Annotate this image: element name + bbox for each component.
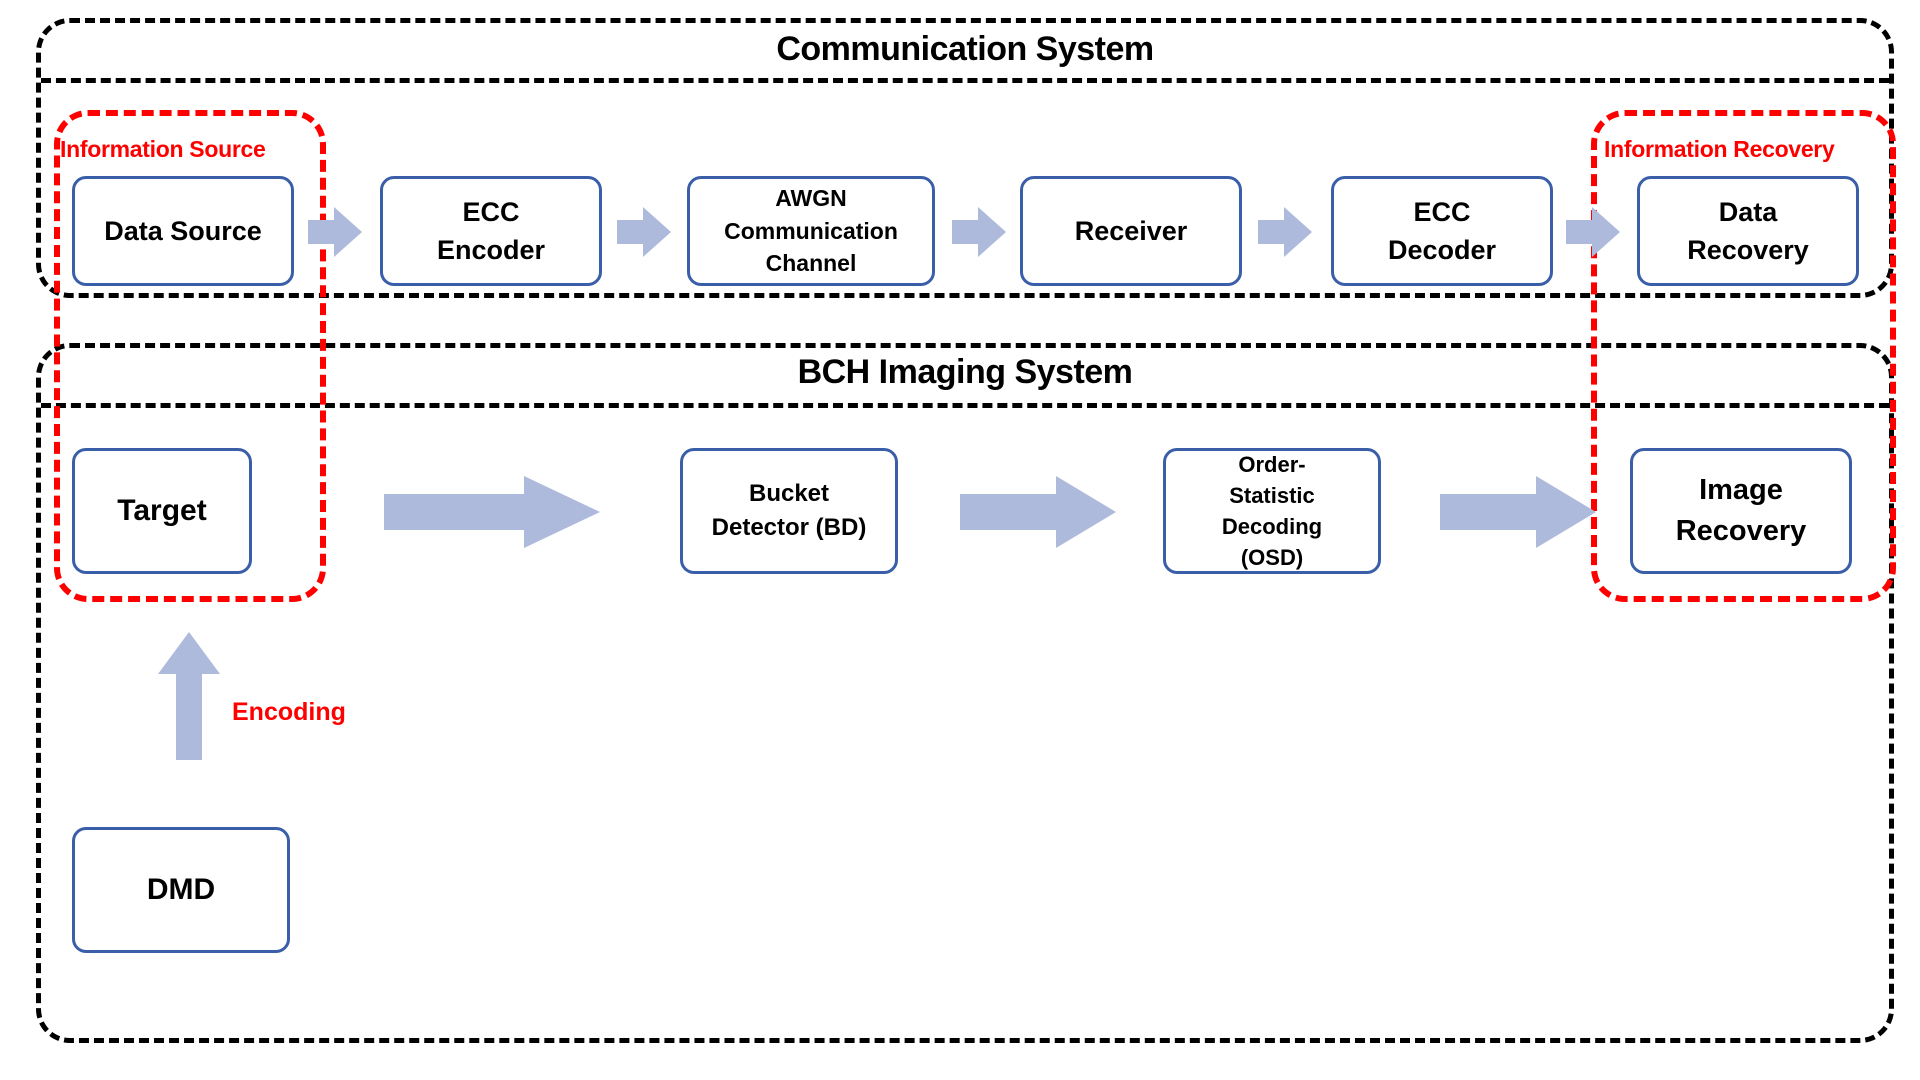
node-image-recovery[interactable]: Image Recovery xyxy=(1630,448,1852,574)
group-information-source xyxy=(54,110,326,602)
node-data-source-line-0: Data Source xyxy=(104,215,262,246)
node-bucket-detector[interactable]: Bucket Detector (BD) xyxy=(680,448,898,574)
caption-information-source: Information Source xyxy=(60,136,266,162)
node-awgn-communication-channel[interactable]: AWGN Communication Channel xyxy=(687,176,935,286)
node-osd-line-0: Order- xyxy=(1238,451,1306,477)
node-image-recovery-line-1: Recovery xyxy=(1675,515,1807,547)
arrow-receiver-to-ecc-decoder xyxy=(1258,205,1312,259)
node-ecc-encoder[interactable]: ECC Encoder xyxy=(380,176,602,286)
arrow-ecc-encoder-to-channel xyxy=(617,205,671,259)
node-data-recovery-line-1: Recovery xyxy=(1687,235,1809,265)
arrow-data-source-to-ecc-encoder xyxy=(308,205,362,259)
node-ecc-encoder-line-0: ECC xyxy=(462,196,520,227)
node-ecc-decoder-line-0: ECC xyxy=(1413,196,1471,227)
group-information-recovery xyxy=(1591,110,1896,602)
label-encoding: Encoding xyxy=(232,698,346,726)
node-awgn-line-1: Communication xyxy=(724,217,898,244)
arrow-bucket-detector-to-osd xyxy=(960,476,1116,548)
node-target[interactable]: Target xyxy=(72,448,252,574)
node-receiver-line-0: Receiver xyxy=(1074,215,1188,246)
arrow-osd-to-image-recovery xyxy=(1440,476,1596,548)
node-ecc-encoder-line-1: Encoder xyxy=(436,235,546,265)
node-osd-line-2: Decoding xyxy=(1221,514,1323,539)
arrow-dmd-to-target-encoding xyxy=(158,632,220,760)
node-awgn-line-2: Channel xyxy=(765,250,857,277)
node-receiver[interactable]: Receiver xyxy=(1020,176,1242,286)
node-image-recovery-line-0: Image xyxy=(1699,473,1783,506)
node-dmd[interactable]: DMD xyxy=(72,827,290,953)
node-data-recovery-line-0: Data xyxy=(1718,196,1778,227)
node-ecc-decoder-line-1: Decoder xyxy=(1387,235,1497,265)
group-title-bch-imaging-system: BCH Imaging System xyxy=(797,353,1133,391)
node-osd-line-1: Statistic xyxy=(1229,482,1315,508)
arrow-ecc-decoder-to-data-recovery xyxy=(1566,205,1620,259)
node-dmd-line-0: DMD xyxy=(146,872,216,906)
group-bch-imaging-system-outer xyxy=(36,343,1894,1043)
divider-communication-system xyxy=(41,78,1889,83)
node-data-recovery[interactable]: Data Recovery xyxy=(1637,176,1859,286)
node-bucket-detector-line-0: Bucket xyxy=(748,479,830,507)
group-title-communication-system: Communication System xyxy=(776,30,1154,68)
node-data-source[interactable]: Data Source xyxy=(72,176,294,286)
caption-information-recovery: Information Recovery xyxy=(1604,136,1835,162)
node-osd-line-3: (OSD) xyxy=(1240,545,1304,571)
node-order-statistic-decoding[interactable]: Order- Statistic Decoding (OSD) xyxy=(1163,448,1381,574)
node-target-line-0: Target xyxy=(117,493,207,527)
arrow-target-to-bucket-detector xyxy=(384,476,600,548)
node-ecc-decoder[interactable]: ECC Decoder xyxy=(1331,176,1553,286)
arrow-channel-to-receiver xyxy=(952,205,1006,259)
divider-bch-imaging-system xyxy=(41,403,1889,408)
node-bucket-detector-line-1: Detector (BD) xyxy=(711,514,867,541)
node-awgn-line-0: AWGN xyxy=(775,185,847,212)
